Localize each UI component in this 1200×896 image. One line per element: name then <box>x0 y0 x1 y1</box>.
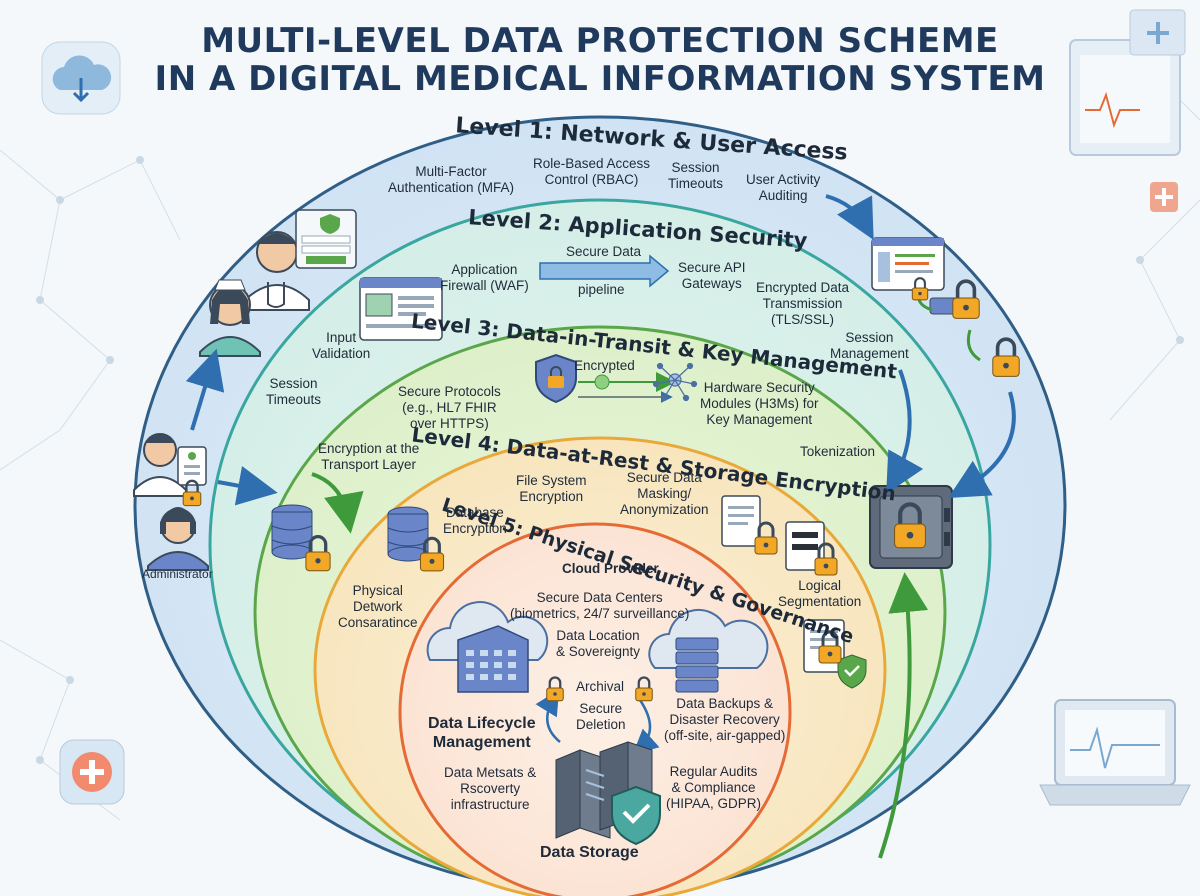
session-timeouts-l1-label: Session Timeouts <box>668 160 724 191</box>
session-management-label: Session Management <box>830 330 909 361</box>
medical-monitor-icon <box>1069 9 1186 212</box>
page-title-line1: MULTI-LEVEL DATA PROTECTION SCHEME <box>201 21 999 61</box>
background-nodes <box>36 76 1184 764</box>
cloud-server-stack-icon <box>648 608 769 693</box>
key-management-hub-icon <box>652 362 698 402</box>
mfa-label: Multi-Factor Authentication (MFA) <box>388 164 515 195</box>
user-auditing-label: User Activity Auditing <box>746 172 821 203</box>
api-gateways-label: Secure API Gateways <box>678 260 746 291</box>
page-title-line2: IN A DIGITAL MEDICAL INFORMATION SYSTEM <box>154 59 1046 99</box>
archival-label: Archival <box>576 679 625 694</box>
audit-arrow <box>825 194 874 241</box>
session-timeouts-l2-label: Session Timeouts <box>266 376 322 407</box>
metsats-label: Data Metsats & Rscoverty infrastructure <box>444 765 537 812</box>
compliance-shield-icon <box>611 785 661 846</box>
padlock-icon <box>952 279 980 319</box>
secure-data-pipeline-arrow <box>539 254 670 288</box>
physical-network-label: Physical Detwork Consaratince <box>338 583 418 630</box>
nurse-avatar <box>199 279 261 357</box>
tls-label: Encrypted Data Transmission (TLS/SSL) <box>756 280 850 327</box>
padlock-icon <box>818 630 842 664</box>
pipeline-bottom-label: pipeline <box>578 282 625 297</box>
masked-document-icon <box>721 495 825 571</box>
audits-label: Regular Audits & Compliance (HIPAA, GDPR… <box>666 764 762 811</box>
input-validation-label: Input Validation <box>312 330 371 361</box>
logical-segmentation-label: Logical Segmentation <box>778 578 862 609</box>
access-arrow-right <box>217 466 278 506</box>
fs-encryption-label: File System Encryption <box>516 473 587 504</box>
padlock-icon <box>546 676 564 702</box>
outer-to-vault-arrow <box>948 391 1016 498</box>
padlock-icon <box>635 676 653 702</box>
padlock-icons <box>182 277 1020 702</box>
database-lock-icon-left <box>271 504 313 560</box>
secure-deletion-label: Secure Deletion <box>576 701 626 732</box>
secure-protocols-label: Secure Protocols (e.g., HL7 FHIR over HT… <box>398 384 501 431</box>
padlock-icon <box>305 535 331 572</box>
data-location-label: Data Location & Sovereignty <box>556 628 641 659</box>
data-storage-label: Data Storage <box>540 844 639 861</box>
pipeline-top-label: Secure Data <box>566 244 642 259</box>
cloud-download-icon <box>41 41 121 115</box>
transport-encryption-label: Encryption at the Transport Layer <box>318 441 420 472</box>
waf-label: Application Firewall (WAF) <box>440 262 529 293</box>
lifecycle-arrows <box>535 689 660 755</box>
code-window-icon <box>871 237 945 291</box>
padlock-icon <box>754 521 778 555</box>
tokenization-label: Tokenization <box>800 444 876 459</box>
rbac-label: Role-Based Access Control (RBAC) <box>533 156 651 187</box>
laptop-icon <box>1039 699 1191 806</box>
web-app-window-icon <box>359 277 443 341</box>
hsm-label: Hardware Security Modules (H3Ms) for Key… <box>700 380 819 427</box>
lifecycle-label: Data Lifecycle Management <box>428 715 536 751</box>
shield-lock-icon <box>535 353 577 404</box>
access-arrow-up <box>185 348 225 431</box>
db-encryption-label: Database Encryption <box>443 505 507 536</box>
doctor-small-avatar <box>133 433 207 497</box>
database-lock-icon-center <box>387 506 429 562</box>
padlock-icon <box>419 536 445 572</box>
login-form-icon <box>295 209 357 269</box>
medical-cross-badge-icon <box>59 739 125 805</box>
data-masking-label: Secure Data Masking/ Anonymization <box>620 470 709 517</box>
transport-encryption-arrow <box>311 472 364 534</box>
session-to-vault-arrow <box>886 369 924 494</box>
padlock-icon <box>814 542 838 576</box>
administrator-label: Administrator <box>142 567 213 581</box>
secure-datacenters-label: Secure Data Centers (biometrics, 24/7 su… <box>510 590 690 621</box>
encrypted-channel-arrow <box>578 372 676 403</box>
padlock-icon <box>911 277 929 301</box>
padlock-icon <box>182 479 202 507</box>
padlock-icon <box>894 502 926 549</box>
backups-label: Data Backups & Disaster Recovery (off-si… <box>664 696 786 743</box>
administrator-avatar <box>147 507 209 571</box>
storage-to-vault-arrow <box>878 572 929 859</box>
cloud-datacenter-building-icon <box>426 601 549 693</box>
cloud-provider-label: Cloud Provider <box>562 561 659 576</box>
padlock-icon <box>992 337 1020 377</box>
encrypted-label: Encrypted <box>574 358 635 373</box>
